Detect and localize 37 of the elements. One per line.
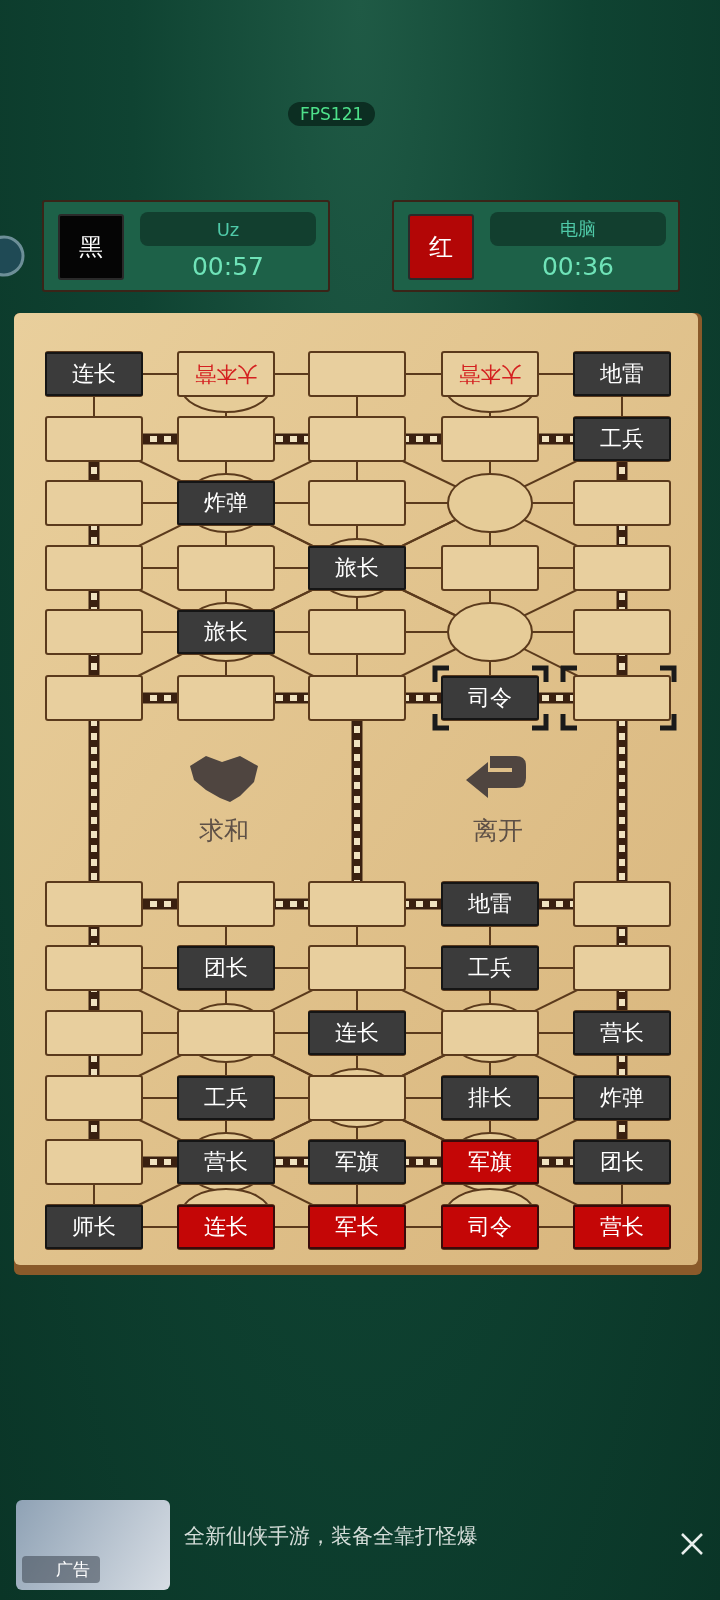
game-piece: 团长 — [573, 1140, 671, 1184]
game-piece: 连长 — [308, 1011, 406, 1055]
game-piece: 排长 — [441, 1076, 539, 1120]
game-piece: 工兵 — [573, 417, 671, 461]
game-piece: 炸弹 — [573, 1076, 671, 1120]
game-piece: 连长 — [177, 1205, 275, 1249]
game-piece: 工兵 — [441, 946, 539, 990]
game-piece: 师长 — [45, 1205, 143, 1249]
countdown-timer: 00:36 — [540, 252, 615, 281]
game-piece: 军旗 — [308, 1140, 406, 1184]
leave-button: 离开 — [448, 752, 548, 847]
game-piece: 工兵 — [177, 1076, 275, 1120]
side-chip: 黑 — [58, 214, 124, 280]
headquarters-label: 大本营 — [458, 361, 522, 388]
game-piece: 团长 — [177, 946, 275, 990]
game-piece: 旅长 — [177, 610, 275, 654]
ad-tag: 广告 — [22, 1556, 100, 1583]
player-name: 电脑 — [490, 212, 666, 246]
game-piece: 营长 — [573, 1011, 671, 1055]
game-piece: 旅长 — [308, 546, 406, 590]
side-chip: 红 — [408, 214, 474, 280]
countdown-timer: 00:57 — [190, 252, 265, 281]
player-name: Uz — [140, 212, 316, 246]
game-piece: 军长 — [308, 1205, 406, 1249]
game-piece: 军旗 — [441, 1140, 539, 1184]
game-piece: 炸弹 — [177, 481, 275, 525]
game-piece: 司令 — [441, 676, 539, 720]
headquarters-label: 大本营 — [194, 361, 258, 388]
game-piece: 司令 — [441, 1205, 539, 1249]
game-piece: 营长 — [177, 1140, 275, 1184]
game-piece: 营长 — [573, 1205, 671, 1249]
game-piece: 地雷 — [573, 352, 671, 396]
ad-slogan: 全新仙侠手游，装备全靠打怪爆 — [184, 1523, 478, 1550]
fps-counter: FPS121 — [288, 102, 376, 126]
game-piece: 连长 — [45, 352, 143, 396]
game-piece: 地雷 — [441, 882, 539, 926]
draw-offer-button: 求和 — [174, 752, 274, 847]
